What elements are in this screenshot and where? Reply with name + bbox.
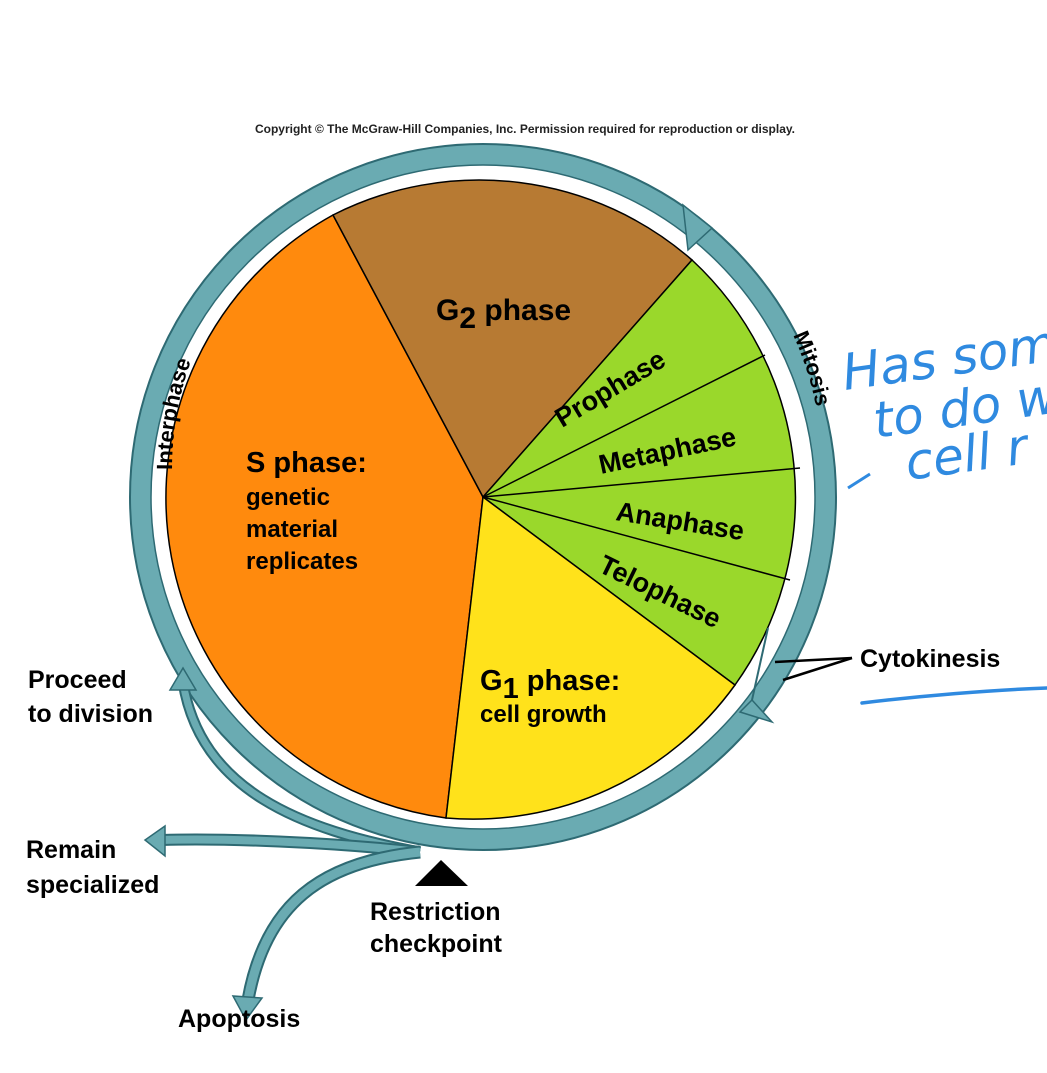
cytokinesis-arc-mark [751,627,769,701]
mitosis-wedge [481,258,797,687]
apoptosis-arrowhead [231,995,264,1022]
restriction-label-line2: checkpoint [370,930,503,958]
anaphase-telophase-divider [482,496,791,581]
copyright-notice: Copyright © The McGraw-Hill Companies, I… [255,122,795,136]
remain-label-line1: Remain [26,836,116,864]
s-phase-line2: material [246,516,338,543]
proceed-arrowhead [168,666,198,691]
annotation-underline-stroke [847,472,871,490]
proceed-label-line2: to division [28,700,153,728]
metaphase-anaphase-divider [482,467,801,498]
cytokinesis-pointer-1 [774,656,853,664]
g2-phase-wedge [331,179,694,499]
cytokinesis-pointer-2 [782,656,853,682]
g1-phase-title: G1 phase: [480,665,620,705]
s-phase-line3: replicates [246,548,358,575]
proceed-label-line1: Proceed [28,666,127,694]
g1-phase-desc: cell growth [480,701,607,728]
g2-phase-label: G2 phase [436,294,571,335]
apoptosis-arrow-fill [243,847,421,1001]
restriction-checkpoint-marker [415,860,468,886]
s-phase-line1: genetic [246,484,330,511]
restriction-label-line1: Restriction [370,898,501,926]
s-phase-title: S phase: [246,447,367,479]
prophase-metaphase-divider [482,354,766,498]
ring-arrowhead-cytokinesis [738,698,775,724]
remain-arrowhead [143,824,166,858]
annotation-underline [860,686,1047,705]
ring-arrowhead-top [682,203,714,252]
remain-arrow-fill [161,835,421,856]
cytokinesis-label: Cytokinesis [860,645,1000,673]
apoptosis-label: Apoptosis [178,1005,300,1033]
s-phase-wedge [165,213,484,819]
remain-label-line2: specialized [26,871,159,899]
g1-phase-wedge [445,495,737,820]
